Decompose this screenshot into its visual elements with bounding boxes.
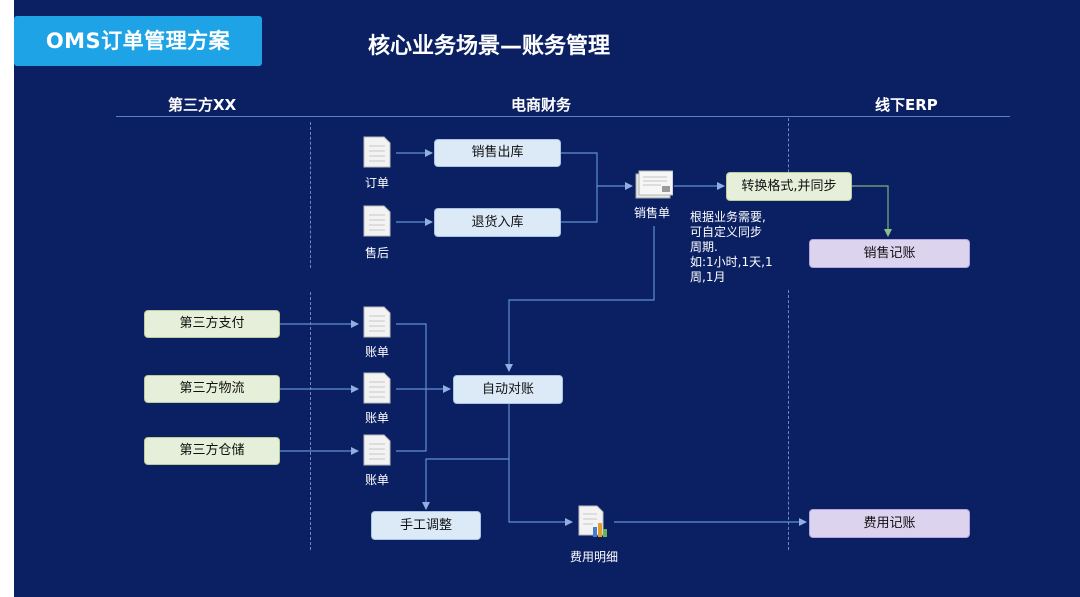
third-party-storage-node: 第三方仓储	[144, 437, 280, 465]
report-chart-icon	[577, 505, 611, 543]
column-header-third-party: 第三方XX	[168, 96, 237, 114]
note-line: 周,1月	[690, 270, 726, 284]
cost-detail-label: 费用明细	[569, 550, 618, 564]
connector-sales-doc-to-reconcile	[505, 226, 655, 372]
manual-adjust-node: 手工调整	[371, 511, 481, 540]
connector-convert-to-sales-booking	[852, 185, 892, 237]
column-header-ecommerce-finance: 电商财务	[511, 96, 572, 114]
third-party-logistics-node: 第三方物流	[144, 375, 280, 403]
solution-badge: OMS订单管理方案	[14, 16, 262, 66]
note-line: 可自定义同步	[690, 225, 763, 239]
connector-bill1-to-reconcile	[396, 323, 427, 389]
connector-bill3-to-reconcile	[396, 389, 427, 452]
document-icon	[362, 434, 392, 470]
slide: OMS订单管理方案 核心业务场景—账务管理 第三方XX 电商财务 线下ERP	[14, 0, 1080, 597]
document-icon	[362, 306, 392, 342]
flow-connectors	[280, 149, 892, 526]
document-icon	[362, 136, 392, 172]
column-separator-left-bottom	[310, 292, 311, 550]
note-line: 周期.	[690, 240, 718, 254]
return-in-node: 退货入库	[434, 208, 561, 237]
sync-period-note: 根据业务需要, 可自定义同步 周期. 如:1小时,1天,1 周,1月	[690, 210, 785, 285]
connector-reconcile-to-manual	[422, 404, 510, 510]
connector-reconcile-to-cost-detail	[508, 459, 573, 526]
document-icon	[362, 205, 392, 241]
connector-sales-out-to-sales-doc	[561, 152, 633, 190]
order-label: 订单	[364, 176, 389, 190]
connector-return-in-to-sales-doc	[561, 186, 598, 223]
header-divider	[116, 116, 1010, 117]
column-separator-right-bottom	[788, 290, 789, 550]
receipt-icon	[635, 170, 674, 204]
bill-label: 账单	[364, 473, 389, 487]
column-separator-left-top	[310, 122, 311, 268]
auto-reconcile-node: 自动对账	[453, 375, 563, 404]
cost-booking-node: 费用记账	[809, 509, 970, 538]
column-header-offline-erp: 线下ERP	[875, 96, 938, 114]
bill-label: 账单	[364, 345, 389, 359]
document-icon	[362, 372, 392, 408]
note-line: 如:1小时,1天,1	[690, 255, 773, 269]
aftersale-label: 售后	[364, 246, 389, 260]
bill-label: 账单	[364, 411, 389, 425]
column-separator-right-top	[788, 118, 789, 198]
convert-sync-node: 转换格式,并同步	[726, 172, 852, 201]
sales-out-node: 销售出库	[434, 139, 561, 167]
sales-booking-node: 销售记账	[809, 239, 970, 268]
sales-doc-label: 销售单	[633, 206, 670, 220]
page-title: 核心业务场景—账务管理	[368, 34, 611, 59]
note-line: 根据业务需要,	[690, 210, 766, 224]
third-party-payment-node: 第三方支付	[144, 310, 280, 338]
